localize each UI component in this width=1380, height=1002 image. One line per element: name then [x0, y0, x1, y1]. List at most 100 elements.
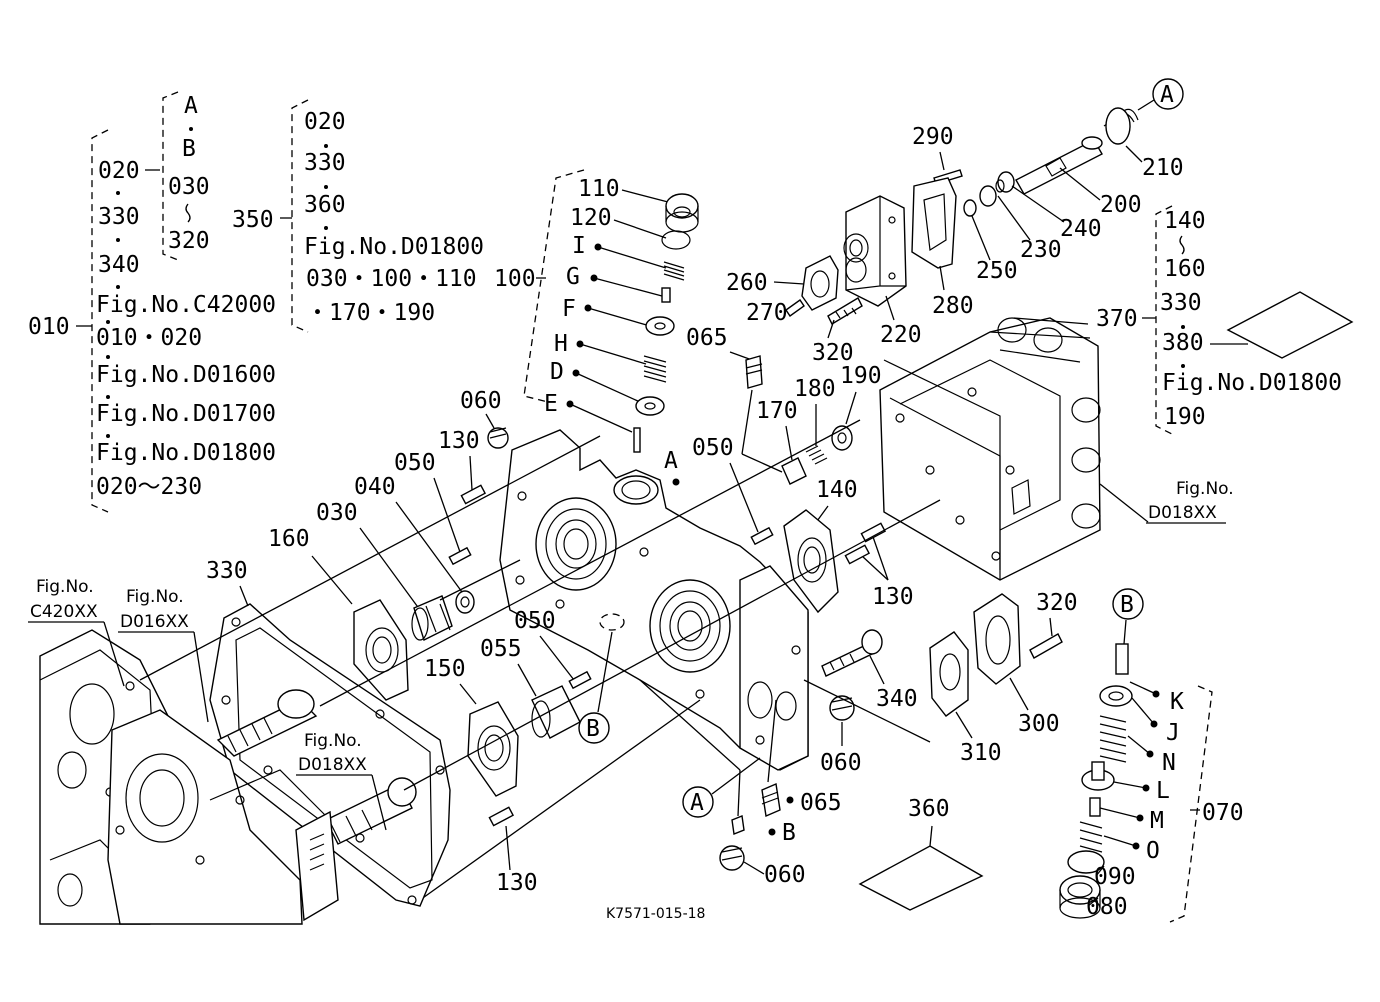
circled-marker-A-lower [682, 786, 714, 818]
label-A-plate: A [664, 448, 678, 474]
label-050-right: 050 [692, 435, 734, 461]
label-D: D [550, 359, 564, 385]
label-320-right: 320 [1036, 590, 1078, 616]
label-200: 200 [1100, 192, 1142, 218]
label-160: 160 [268, 526, 310, 552]
label-070: 070 [1202, 800, 1244, 826]
label-340: 340 [876, 686, 918, 712]
note-group-070: B K J N L M O 070 090 [1059, 588, 1244, 923]
note-line: 320 [168, 228, 210, 254]
note-group-010: 010 020 330 340 Fig.No.C42000 010・020 Fi… [28, 91, 276, 513]
note-line: Fig.No.C42000 [96, 292, 276, 318]
note-line: 330 [1160, 290, 1202, 316]
fig-ref-line: D016XX [120, 612, 189, 632]
note-line: 020～230 [96, 474, 202, 500]
valve-stack-parts [633, 193, 699, 453]
label-I: I [572, 233, 586, 259]
label-240: 240 [1060, 216, 1102, 242]
label-H: H [554, 331, 568, 357]
fig-ref-line: Fig.No. [1176, 479, 1234, 499]
drawing-code: K7571-015-18 [606, 906, 705, 922]
label-220: 220 [880, 322, 922, 348]
circled-marker-B-right [1112, 588, 1144, 620]
note-line: 030・100・110 [306, 266, 477, 292]
label-K: K [1170, 689, 1184, 715]
label-E: E [544, 391, 558, 417]
note-line: 330 [98, 204, 140, 230]
label-250: 250 [976, 258, 1018, 284]
fig-ref-d018-right: Fig.No. D018XX [1099, 479, 1234, 524]
label-060-top: 060 [460, 388, 502, 414]
note-line: 380 [1162, 330, 1204, 356]
label-270: 270 [746, 300, 788, 326]
note-line: 010・020 [96, 325, 202, 351]
label-G: G [566, 264, 580, 290]
fig-ref-line: D018XX [1148, 503, 1217, 523]
note-group-350: 350 020 330 360 Fig.No.D01800 030・100・11… [232, 99, 484, 333]
label-M: M [1150, 808, 1164, 834]
marker-A: A [1160, 82, 1174, 108]
note-line: 360 [304, 192, 346, 218]
note-line: Fig.No.D01800 [1162, 370, 1342, 396]
label-N: N [1162, 750, 1176, 776]
main-plate: A [499, 429, 809, 771]
label-040: 040 [354, 474, 396, 500]
note-line: Fig.No.D01700 [96, 401, 276, 427]
label-L: L [1156, 778, 1170, 804]
note-line: 020 [304, 109, 346, 135]
label-050-lower: 050 [514, 608, 556, 634]
label-060-mid: 060 [820, 750, 862, 776]
label-055: 055 [480, 636, 522, 662]
note-line: Fig.No.D01800 [304, 234, 484, 260]
note-line: 160 [1164, 256, 1206, 282]
label-090: 090 [1094, 864, 1136, 890]
fig-refs-left: Fig.No. C420XX Fig.No. D016XX Fig.No. D0… [28, 577, 387, 831]
label-130-right: 130 [872, 584, 914, 610]
label-120: 120 [570, 205, 612, 231]
label-F: F [562, 296, 576, 322]
label-130-upper: 130 [438, 428, 480, 454]
lower-middle-parts: 050 055 B 150 340 310 300 320 [424, 590, 1078, 797]
fig-ref-line: Fig.No. [304, 731, 362, 751]
note-line: Fig.No.D01800 [96, 440, 276, 466]
note-line: 330 [304, 150, 346, 176]
label-080: 080 [1086, 894, 1128, 920]
label-100: 100 [494, 266, 536, 292]
label-150: 150 [424, 656, 466, 682]
note-line: A [184, 93, 198, 119]
label-210: 210 [1142, 155, 1184, 181]
note-line: 340 [98, 252, 140, 278]
fig-ref-line: Fig.No. [36, 577, 94, 597]
label-300: 300 [1018, 711, 1060, 737]
label-330: 330 [206, 558, 248, 584]
label-030: 030 [316, 500, 358, 526]
label-065-mid: 065 [800, 790, 842, 816]
label-050-upper: 050 [394, 450, 436, 476]
note-line: ・170・190 [306, 300, 435, 326]
marker-B-right: B [1120, 592, 1134, 618]
label-J: J [1166, 720, 1180, 746]
note-line: 020 [98, 158, 140, 184]
note-line: 030 [168, 174, 210, 200]
label-370: 370 [1096, 306, 1138, 332]
label-350: 350 [232, 207, 274, 233]
note-group-370: 370 140 160 330 380 Fig.No.D01800 190 [1096, 205, 1354, 435]
label-190: 190 [840, 363, 882, 389]
label-280: 280 [932, 293, 974, 319]
label-230: 230 [1020, 237, 1062, 263]
label-140: 140 [816, 477, 858, 503]
label-360: 360 [908, 796, 950, 822]
label-260: 260 [726, 270, 768, 296]
circled-marker-B [578, 712, 610, 744]
label-010: 010 [28, 314, 70, 340]
note-line: 190 [1164, 404, 1206, 430]
note-line: Fig.No.D01600 [96, 362, 276, 388]
label-320-top: 320 [812, 340, 854, 366]
label-310: 310 [960, 740, 1002, 766]
circled-marker-A [1152, 78, 1184, 110]
label-180: 180 [794, 376, 836, 402]
label-060-bottom: 060 [764, 862, 806, 888]
label-065-top: 065 [686, 325, 728, 351]
